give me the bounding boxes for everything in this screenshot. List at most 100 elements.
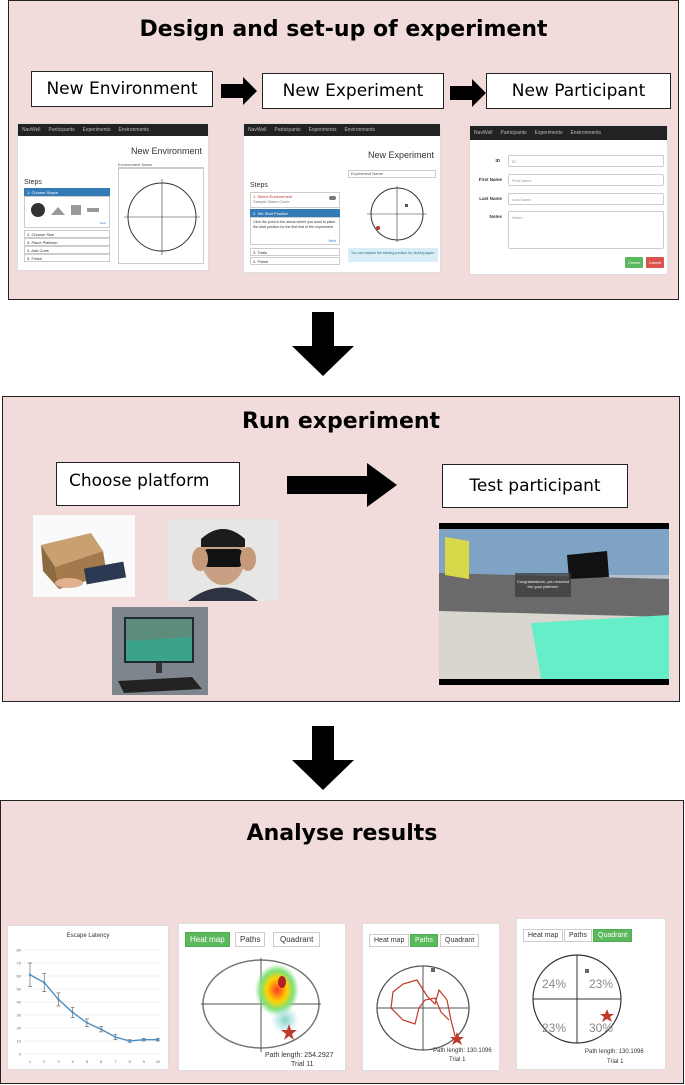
circle-shape-icon [31, 203, 45, 217]
page-heading: New Experiment [367, 150, 434, 160]
tab-quadrant[interactable]: Quadrant [440, 934, 480, 947]
y-tick-label: 30 [17, 1013, 22, 1018]
chart-title: Escape Latency [66, 933, 110, 939]
tab-paths[interactable]: Paths [564, 929, 592, 942]
arrow-right-icon [450, 79, 488, 112]
step-choose-shape[interactable]: 1. Choose Shape [24, 188, 110, 196]
arena-preview [118, 168, 204, 264]
x-tick-label: 10 [156, 1059, 161, 1064]
choose-platform-box: Choose platform [56, 462, 240, 506]
cardboard-viewer-photo [33, 515, 135, 597]
paths-card: Heat map Paths Quadrant Path length: 130… [362, 923, 500, 1071]
tab-paths[interactable]: Paths [410, 934, 438, 947]
path-length: Path length: 254.2927 [265, 1052, 334, 1059]
paths-plot [376, 965, 470, 1051]
quadrant-top-left: 24% [542, 977, 567, 991]
nav-experiments[interactable]: Experiments [308, 127, 337, 133]
step-instruction: Click the point in the arena where you w… [250, 217, 340, 245]
step-select-environment[interactable]: 1. Select Environment Sample Water Circl… [250, 192, 340, 208]
desktop-monitor-photo [112, 607, 208, 695]
platform-star-icon [450, 1032, 464, 1045]
step-set-start-position[interactable]: 2. Set Start Position [250, 209, 340, 217]
experiment-name-field[interactable]: Experiment Name [348, 170, 436, 178]
arrow-right-icon [287, 463, 399, 512]
cue-icon [585, 969, 589, 973]
platform-icon [405, 204, 408, 207]
tab-heat-map[interactable]: Heat map [523, 929, 564, 942]
nav-environments[interactable]: Environments [344, 127, 376, 133]
last-name-input[interactable]: Last Name [508, 193, 664, 205]
step-label: 1. Select Environment [253, 194, 293, 199]
cancel-button[interactable]: Cancel [646, 257, 664, 268]
tab-quadrant[interactable]: Quadrant [593, 929, 633, 942]
arrow-down-icon [290, 726, 356, 797]
tab-heat-map[interactable]: Heat map [185, 932, 230, 947]
x-tick-label: 1 [29, 1059, 32, 1064]
nav-brand[interactable]: NavWell [22, 127, 41, 133]
arena-preview [362, 184, 432, 244]
quadrant-bottom-left: 23% [542, 1021, 567, 1035]
y-tick-label: 70 [17, 961, 22, 966]
environment-name-field[interactable]: Environment Name [118, 162, 204, 168]
y-tick-label: 20 [17, 1026, 22, 1031]
tab-paths[interactable]: Paths [235, 932, 266, 947]
trial-label: Trial 1 [607, 1059, 624, 1065]
nav-participants[interactable]: Participants [500, 130, 527, 136]
nav-experiments[interactable]: Experiments [534, 130, 563, 136]
nav-environments[interactable]: Environments [118, 127, 150, 133]
nav-brand[interactable]: NavWell [248, 127, 267, 133]
first-name-input[interactable]: First Name [508, 174, 664, 186]
toggle-icon[interactable] [329, 196, 336, 200]
id-label: ID [495, 158, 501, 163]
rectangle-shape-icon [87, 208, 99, 212]
data-point [156, 1038, 160, 1041]
data-point [43, 981, 46, 984]
arrow-right-icon [221, 77, 259, 110]
square-shape-icon [71, 205, 81, 215]
page-heading: New Environment [130, 146, 202, 156]
step-finish[interactable]: 5. Finish [24, 254, 110, 262]
vr-scene-screenshot: Congratulations, you reached the goal pl… [439, 523, 669, 685]
step-add-cues[interactable]: 4. Add Cues [24, 246, 110, 254]
data-point [85, 1021, 89, 1024]
quadrant-card: Heat map Paths Quadrant 24% 23% 23% 30% … [516, 918, 666, 1070]
notes-textarea[interactable]: Notes [508, 211, 664, 249]
notes-label: Notes [489, 214, 502, 219]
data-point [28, 973, 32, 976]
tab-quadrant[interactable]: Quadrant [273, 932, 321, 947]
start-position-icon [376, 226, 380, 230]
x-tick-label: 4 [72, 1059, 75, 1064]
y-tick-label: 60 [17, 974, 22, 979]
path-length: Path length: 130.1096 [433, 1048, 492, 1054]
data-point [128, 1039, 131, 1043]
x-tick-label: 3 [57, 1059, 60, 1064]
next-link[interactable]: Next [328, 238, 336, 243]
heatmap-plot [201, 958, 321, 1052]
path-length: Path length: 130.1096 [585, 1049, 644, 1055]
arrow-down-icon [290, 312, 356, 383]
run-panel: Run experiment Choose platform Test part… [2, 396, 680, 702]
step-trials[interactable]: 3. Trials [250, 248, 340, 256]
nav-brand[interactable]: NavWell [474, 130, 493, 136]
latency-line [29, 974, 158, 1042]
id-input[interactable]: ID [508, 155, 664, 167]
trial-label: Trial 11 [291, 1061, 314, 1068]
nav-participants[interactable]: Participants [274, 127, 301, 133]
nav-participants[interactable]: Participants [48, 127, 75, 133]
test-participant-box: Test participant [442, 464, 628, 508]
step-choose-size[interactable]: 2. Choose Size [24, 230, 110, 238]
step-place-platform[interactable]: 3. Place Platform [24, 238, 110, 246]
next-link[interactable]: Next [99, 221, 106, 225]
nav-experiments[interactable]: Experiments [82, 127, 111, 133]
nav-environments[interactable]: Environments [570, 130, 602, 136]
data-point [114, 1035, 117, 1039]
create-button[interactable]: Create [625, 257, 643, 268]
step-finish[interactable]: 4. Finish [250, 257, 340, 265]
steps-title: Steps [250, 182, 268, 189]
triangle-shape-icon [51, 207, 65, 215]
design-panel: Design and set-up of experiment New Envi… [8, 0, 679, 300]
x-tick-label: 6 [100, 1059, 103, 1064]
quadrant-top-right: 23% [589, 977, 614, 991]
tab-heat-map[interactable]: Heat map [369, 934, 410, 947]
